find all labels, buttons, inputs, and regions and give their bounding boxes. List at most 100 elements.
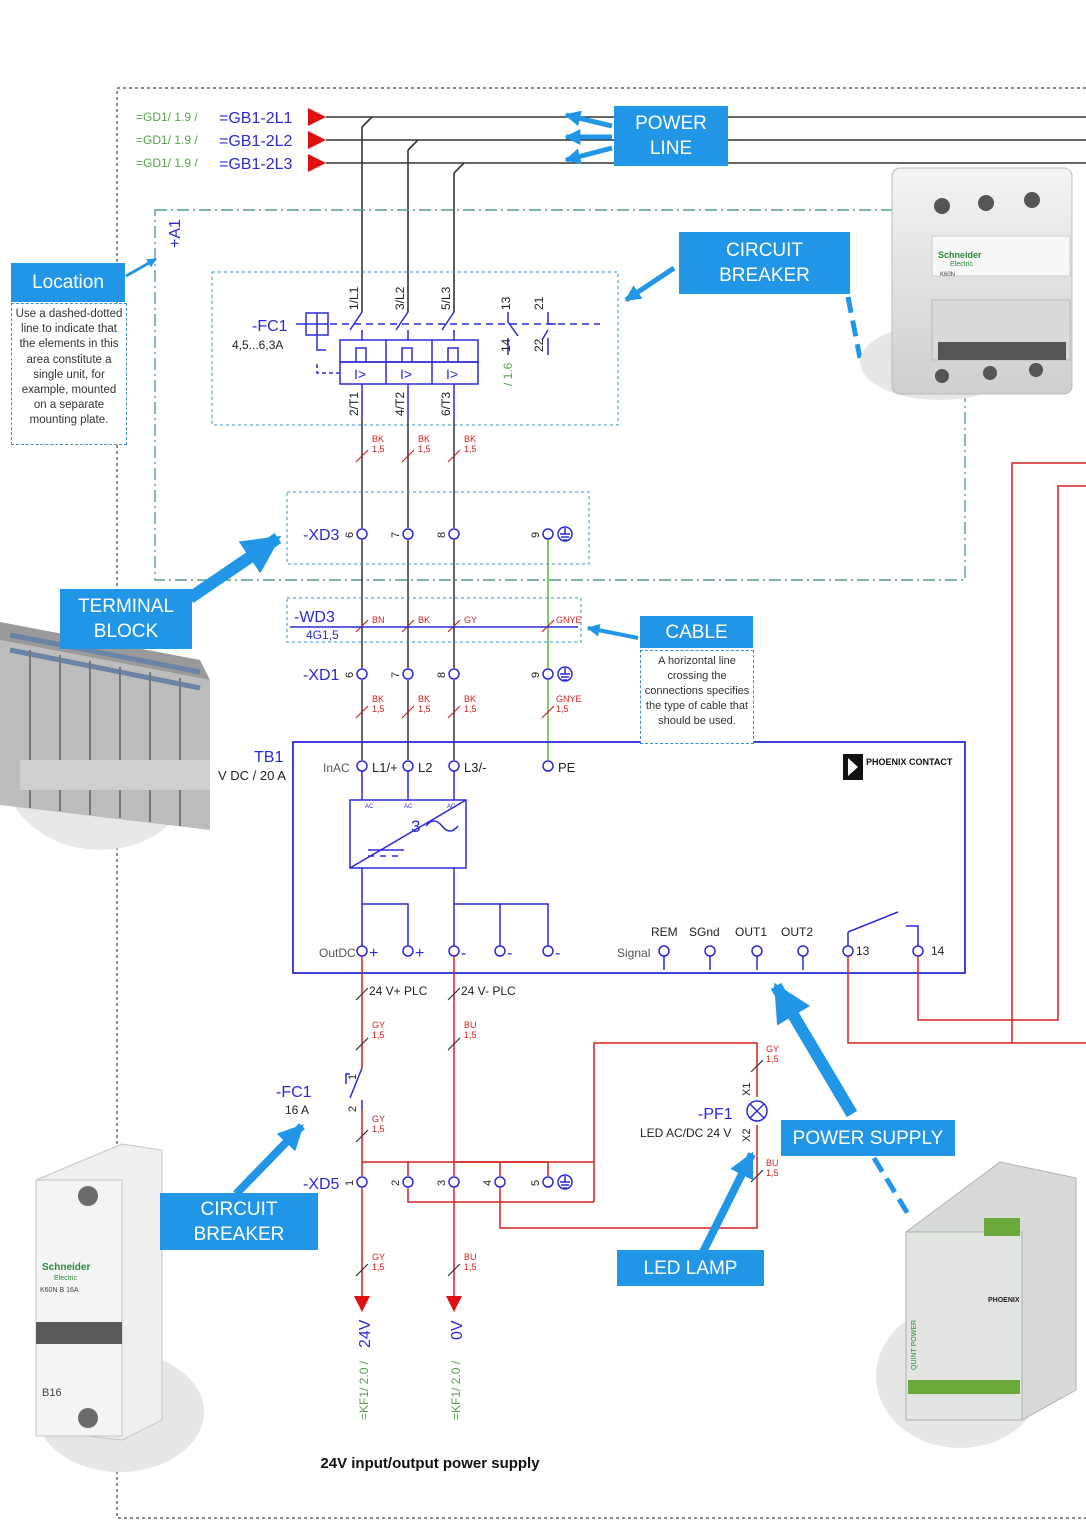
xd3-term-9: 9 xyxy=(530,532,542,538)
xd5-term-1: 1 xyxy=(344,1180,356,1186)
tb1-sig-rem: REM xyxy=(651,925,678,939)
pf1-lamp-symbol xyxy=(746,1100,768,1122)
photo-leader-lines xyxy=(845,296,911,1216)
fc1-branch-rating: 16 A xyxy=(285,1103,309,1117)
xd3-term-7: 7 xyxy=(390,532,402,538)
tb1-in-terminals xyxy=(356,760,554,772)
xd3-term-8: 8 xyxy=(436,532,448,538)
tb1-out-label: OutDC xyxy=(319,946,356,960)
tb1-phase: 3 xyxy=(411,817,420,836)
tb1-sig-out1: OUT1 xyxy=(735,925,767,939)
output-0v-ref: =KF1/ 2.0 / xyxy=(449,1360,463,1420)
tb1-in-l1: L1/+ xyxy=(372,760,398,775)
figure-caption: 24V input/output power supply xyxy=(320,1455,540,1472)
tb1-signal-label: Signal xyxy=(617,946,650,960)
fc1-term-2-t1: 2/T1 xyxy=(347,392,361,416)
callout-led-lamp: LED LAMP xyxy=(617,1250,764,1286)
tb1-in-pe: PE xyxy=(558,760,576,775)
fc1-trip-2: I> xyxy=(400,366,412,382)
feed-name-2: =GB1-2L2 xyxy=(219,133,292,150)
wd3-core-bn: BN xyxy=(372,615,385,625)
svg-text:QUINT POWER: QUINT POWER xyxy=(911,1320,918,1370)
wd3-core-gnye: GNYE xyxy=(556,615,582,625)
tb1-relay xyxy=(842,911,924,957)
pf1-term-x1: X1 xyxy=(741,1083,753,1096)
svg-text:K60N: K60N xyxy=(940,272,955,278)
callout-circuit-breaker-bottom: CIRCUIT BREAKER xyxy=(160,1193,318,1250)
callout-location: Location xyxy=(11,263,125,302)
wd3-tag: -WD3 xyxy=(294,609,335,626)
svg-text:B16: B16 xyxy=(42,1387,62,1399)
tb1-in-label: InAC xyxy=(323,761,350,775)
tb1-converter xyxy=(349,771,549,946)
tb1-in-l2: L2 xyxy=(418,760,432,775)
plc-neg-label: 24 V- PLC xyxy=(461,984,516,998)
svg-text:Schneider: Schneider xyxy=(938,250,982,260)
fc1-main-tag: -FC1 xyxy=(252,318,288,335)
fc1-branch-term-2: 2 xyxy=(347,1106,359,1112)
tb1-ac-3: AC xyxy=(447,804,456,810)
relay-wires xyxy=(847,462,1086,1044)
fc1-term-5-l3: 5/L3 xyxy=(439,286,453,310)
svg-text:K60N B 16A: K60N B 16A xyxy=(40,1287,79,1294)
phoenix-logo: PHOENIX CONTACT xyxy=(843,754,953,780)
fc1-term-1-l1: 1/L1 xyxy=(347,286,361,310)
xd1-term-6: 6 xyxy=(344,672,356,678)
fc1-main-symbol xyxy=(296,311,600,420)
feed-ref-3: =GD1/ 1.9 / xyxy=(136,156,198,170)
tb1-signal-terminals xyxy=(658,945,809,970)
terminal-block-photo xyxy=(0,622,210,850)
callout-arrows xyxy=(125,110,858,1256)
output-arrows xyxy=(354,1296,462,1312)
xd3-frame xyxy=(286,491,590,565)
callout-cable: CABLE xyxy=(640,616,753,648)
tb1-in-l3: L3/- xyxy=(464,760,486,775)
tb1-out-minus-3: - xyxy=(555,945,560,962)
xd1-terminals xyxy=(356,666,573,682)
xd1-term-9: 9 xyxy=(530,672,542,678)
power-feed-arrows xyxy=(308,108,326,172)
svg-text:Schneider: Schneider xyxy=(42,1262,90,1273)
xd3-term-6: 6 xyxy=(344,532,356,538)
plc-pos-label: 24 V+ PLC xyxy=(369,984,428,998)
svg-text:PHOENIX: PHOENIX xyxy=(988,1297,1020,1304)
tb1-rating: V DC / 20 A xyxy=(218,768,286,783)
wire-ticks-upper xyxy=(355,449,555,719)
tb1-relay-14: 14 xyxy=(931,944,945,958)
xd3-terminals xyxy=(356,526,573,542)
fc1-trip-1: I> xyxy=(354,366,366,382)
xd1-term-8: 8 xyxy=(436,672,448,678)
fc1-branch-symbol xyxy=(345,1067,363,1110)
fc1-term-4-t2: 4/T2 xyxy=(393,392,407,416)
tb1-relay-13: 13 xyxy=(856,944,870,958)
wd3-core-bk: BK xyxy=(418,615,430,625)
tb1-ac-1: AC xyxy=(365,804,374,810)
tb1-sig-sgnd: SGnd xyxy=(689,925,720,939)
fc1-term-22: 22 xyxy=(532,338,546,352)
fc1-term-6-t3: 6/T3 xyxy=(439,392,453,416)
fc1-term-14: 14 xyxy=(499,338,513,352)
fc1-main-range: 4,5...6,3A xyxy=(232,338,283,352)
callout-power-supply: POWER SUPPLY xyxy=(781,1120,955,1156)
fc1-term-3-l2: 3/L2 xyxy=(393,286,407,310)
breaker-1p-photo: Schneider Electric K60N B 16A B16 xyxy=(35,1143,204,1472)
pf1-tag: -PF1 xyxy=(698,1106,733,1123)
note-cable: A horizontal line crossing the connectio… xyxy=(640,650,754,744)
svg-text:Electric: Electric xyxy=(950,261,973,268)
tb1-sig-out2: OUT2 xyxy=(781,925,813,939)
tb1-out-minus-2: - xyxy=(507,945,512,962)
tb1-box xyxy=(292,741,966,974)
tb1-tag: TB1 xyxy=(254,749,283,766)
breaker-3p-photo: Schneider Electric K60N xyxy=(860,167,1073,400)
tb1-out-plus-1: + xyxy=(369,945,378,962)
tb1-out-plus-2: + xyxy=(415,945,424,962)
feed-ref-1: =GD1/ 1.9 / xyxy=(136,110,198,124)
